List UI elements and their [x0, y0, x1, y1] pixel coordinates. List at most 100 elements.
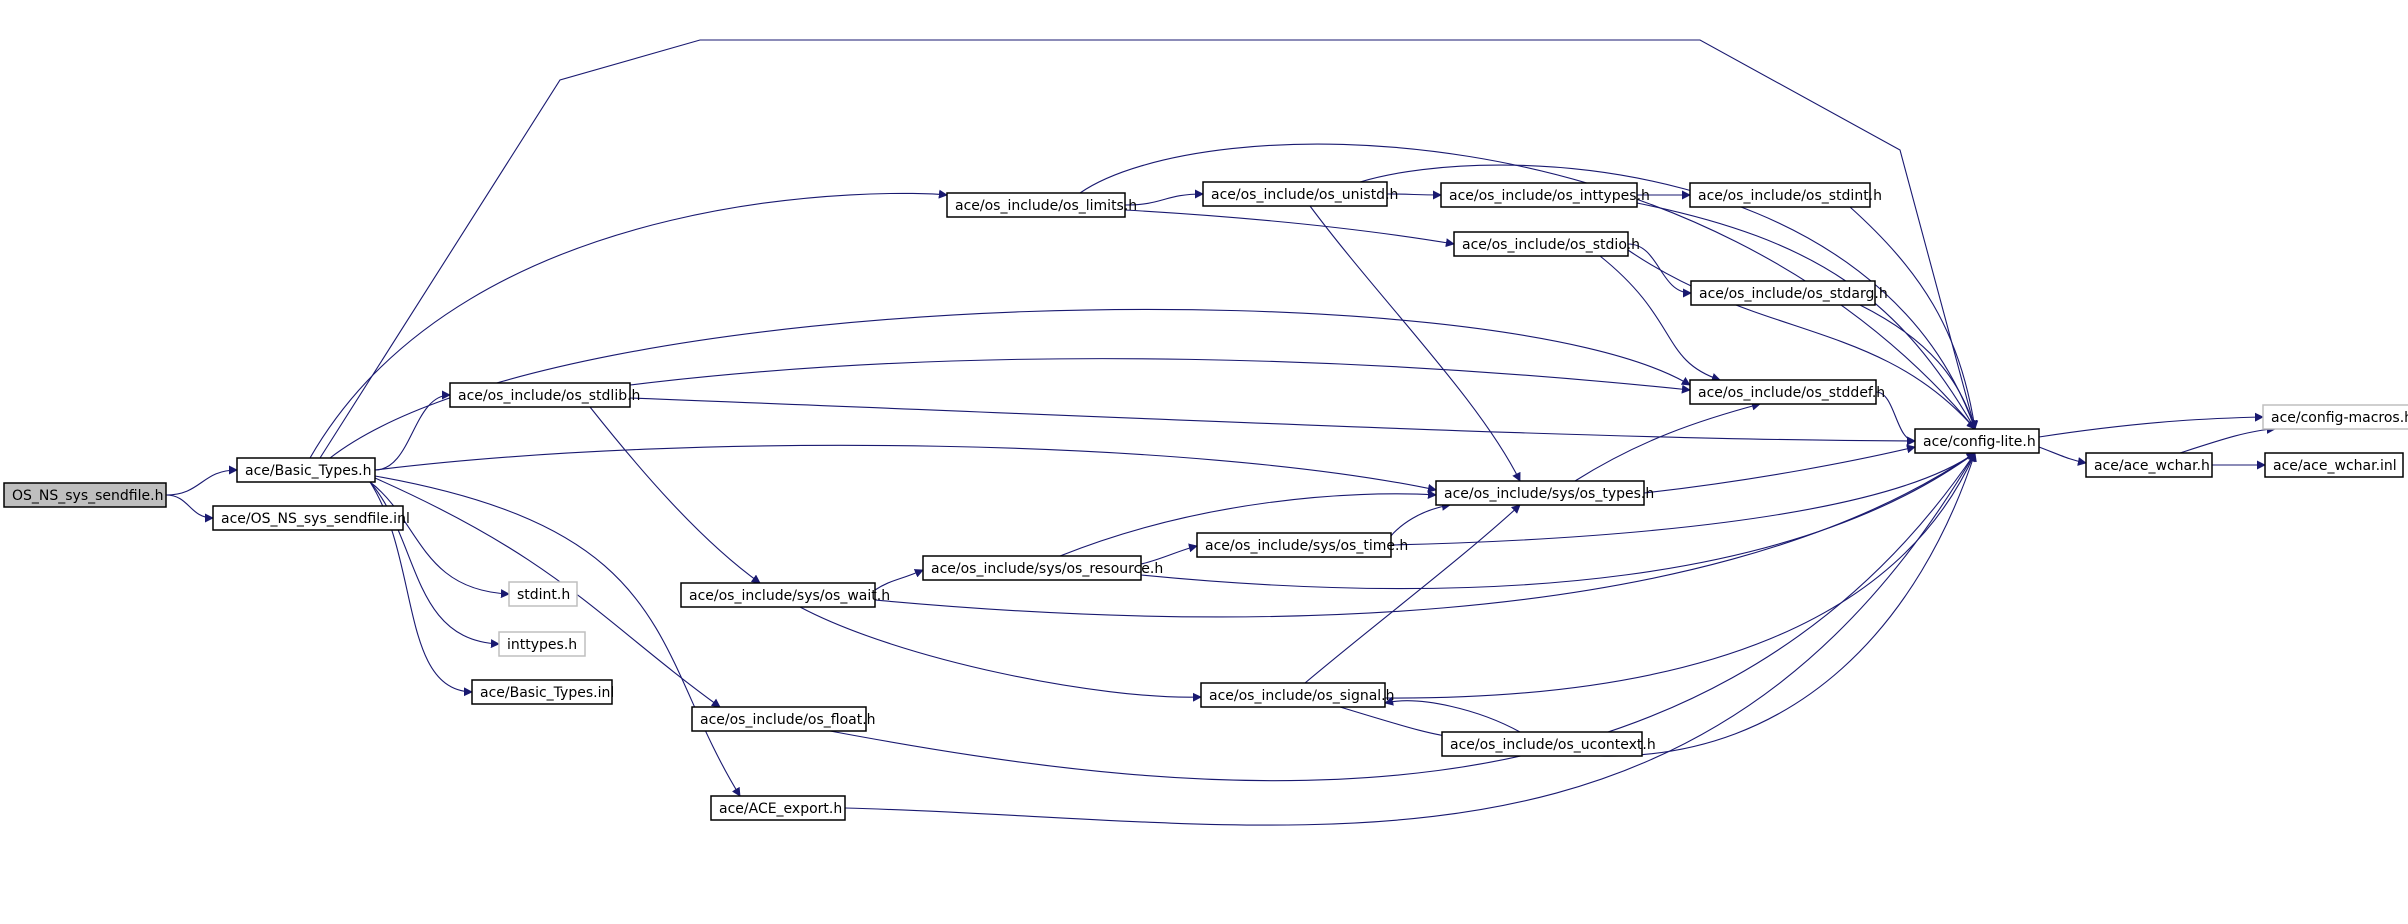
- node-label: ace/ace_wchar.inl: [2273, 458, 2397, 474]
- node-label: ace/os_include/os_stddef.h: [1698, 385, 1885, 401]
- node-box: [1440, 182, 1638, 208]
- node-box: [508, 581, 578, 607]
- node-root[interactable]: OS_NS_sys_sendfile.h: [3, 482, 167, 508]
- node-label: ace/os_include/os_inttypes.h: [1449, 188, 1650, 204]
- node-basic-types-h[interactable]: ace/Basic_Types.h: [236, 457, 376, 483]
- edge-config-lite-h-to-ace-wchar-h: [2038, 446, 2087, 466]
- edge-sys-os-resource-h-to-sys-os-types-h: [1059, 490, 1437, 557]
- node-label: ace/ace_wchar.h: [2094, 458, 2210, 474]
- node-label: ace/os_include/os_stdlib.h: [458, 388, 640, 404]
- node-box: [236, 457, 376, 483]
- node-label: stdint.h: [517, 587, 570, 603]
- node-label: ace/os_include/os_stdint.h: [1698, 188, 1882, 204]
- node-os-stdio-h[interactable]: ace/os_include/os_stdio.h: [1453, 231, 1640, 257]
- node-basic-types-inl[interactable]: ace/Basic_Types.inl: [471, 679, 614, 705]
- node-box: [1200, 682, 1386, 708]
- edge-os-ucontext-h-to-config-lite-h: [1599, 452, 1977, 757]
- node-label: ace/os_include/sys/os_time.h: [1205, 538, 1408, 554]
- node-os-limits-h[interactable]: ace/os_include/os_limits.h: [946, 192, 1137, 218]
- node-sys-os-resource-h[interactable]: ace/os_include/sys/os_resource.h: [922, 555, 1163, 581]
- edge-root-to-os-ns-sys-sendfile-inl: [165, 494, 214, 523]
- node-label: ace/os_include/sys/os_wait.h: [689, 588, 890, 604]
- node-box: [3, 482, 167, 508]
- edge-os-stdio-h-to-os-stddef-h: [1599, 255, 1721, 382]
- edge-os-signal-h-to-config-lite-h: [1384, 452, 1976, 699]
- edge-sys-os-resource-h-to-sys-os-time-h: [1140, 543, 1198, 565]
- node-config-lite-h[interactable]: ace/config-lite.h: [1914, 428, 2040, 454]
- nodes-layer: OS_NS_sys_sendfile.hace/Basic_Types.hace…: [3, 181, 2408, 821]
- node-os-stdint-h[interactable]: ace/os_include/os_stdint.h: [1689, 182, 1882, 208]
- node-ace-wchar-h[interactable]: ace/ace_wchar.h: [2085, 452, 2213, 478]
- edge-basic-types-h-to-os-stdlib-h: [374, 390, 451, 471]
- edge-os-ucontext-h-to-os-signal-h: [1384, 696, 1521, 733]
- edge-os-stdlib-h-to-config-lite-h: [629, 397, 1916, 446]
- node-box: [1689, 379, 1877, 405]
- node-os-inttypes-h[interactable]: ace/os_include/os_inttypes.h: [1440, 182, 1650, 208]
- node-box: [1453, 231, 1629, 257]
- edge-sys-os-time-h-to-config-lite-h: [1390, 452, 1976, 546]
- edge-os-limits-h-to-os-unistd-h: [1124, 189, 1204, 206]
- edge-basic-types-h-to-stdint-h: [369, 481, 510, 599]
- node-os-stdlib-h[interactable]: ace/os_include/os_stdlib.h: [449, 382, 640, 408]
- node-box: [710, 795, 846, 821]
- edge-sys-os-wait-h-to-os-signal-h: [799, 606, 1202, 702]
- node-box: [1202, 181, 1388, 207]
- edge-os-stdarg-h-to-config-lite-h: [1859, 304, 1977, 430]
- node-config-macros-h[interactable]: ace/config-macros.h: [2262, 404, 2408, 430]
- node-os-ns-sys-sendfile-inl[interactable]: ace/OS_NS_sys_sendfile.inl: [212, 505, 410, 531]
- node-label: ace/os_include/os_ucontext.h: [1450, 737, 1656, 753]
- edge-config-lite-h-to-config-macros-h: [2038, 412, 2264, 438]
- edge-ace-wchar-h-to-config-macros-h: [2179, 424, 2276, 454]
- node-sys-os-types-h[interactable]: ace/os_include/sys/os_types.h: [1435, 480, 1654, 506]
- edge-os-unistd-h-to-os-inttypes-h: [1386, 190, 1442, 200]
- edge-os-stdint-h-to-config-lite-h: [1849, 206, 1979, 430]
- node-ace-wchar-inl[interactable]: ace/ace_wchar.inl: [2264, 452, 2404, 478]
- edge-sys-os-wait-h-to-sys-os-resource-h: [874, 569, 924, 591]
- node-box: [2264, 452, 2404, 478]
- edge-basic-types-h-to-os-limits-h: [309, 189, 948, 459]
- edge-ace-export-h-to-config-lite-h: [844, 452, 1976, 826]
- node-os-float-h[interactable]: ace/os_include/os_float.h: [691, 706, 876, 732]
- node-box: [471, 679, 613, 705]
- edge-os-float-h-to-config-lite-h: [829, 452, 1976, 782]
- edge-sys-os-time-h-to-sys-os-types-h: [1389, 501, 1451, 538]
- node-label: ace/os_include/sys/os_types.h: [1444, 486, 1654, 502]
- node-label: ace/os_include/os_limits.h: [955, 198, 1137, 214]
- node-box: [1689, 182, 1871, 208]
- node-stdint-h[interactable]: stdint.h: [508, 581, 578, 607]
- edge-sys-os-resource-h-to-config-lite-h: [1140, 452, 1976, 590]
- edge-os-stdio-h-to-config-lite-h: [1627, 249, 1976, 430]
- edge-os-limits-h-to-os-stdio-h: [1124, 209, 1455, 248]
- node-label: ace/OS_NS_sys_sendfile.inl: [221, 511, 410, 527]
- node-box: [498, 631, 586, 657]
- edge-os-stdlib-h-to-sys-os-wait-h: [589, 406, 761, 584]
- edge-sys-os-types-h-to-os-stddef-h: [1574, 401, 1761, 482]
- node-ace-export-h[interactable]: ace/ACE_export.h: [710, 795, 846, 821]
- node-os-ucontext-h[interactable]: ace/os_include/os_ucontext.h: [1441, 731, 1656, 757]
- node-os-unistd-h[interactable]: ace/os_include/os_unistd.h: [1202, 181, 1398, 207]
- node-inttypes-h[interactable]: inttypes.h: [498, 631, 586, 657]
- edge-basic-types-h-to-ace-export-h: [374, 475, 741, 797]
- node-label: ace/os_include/os_signal.h: [1209, 688, 1395, 704]
- node-box: [922, 555, 1142, 581]
- node-os-stdarg-h[interactable]: ace/os_include/os_stdarg.h: [1690, 280, 1888, 306]
- node-label: ace/config-lite.h: [1923, 434, 2036, 450]
- node-label: ace/os_include/os_unistd.h: [1211, 187, 1398, 203]
- edge-os-unistd-h-to-config-lite-h: [1359, 164, 1977, 430]
- node-label: ace/config-macros.h: [2271, 410, 2408, 426]
- edge-os-signal-h-to-sys-os-types-h: [1304, 504, 1521, 684]
- node-box: [1441, 731, 1643, 757]
- edge-os-stdlib-h-to-os-stddef-h: [629, 358, 1691, 394]
- node-os-stddef-h[interactable]: ace/os_include/os_stddef.h: [1689, 379, 1885, 405]
- node-box: [1690, 280, 1876, 306]
- node-label: ace/Basic_Types.inl: [480, 685, 614, 701]
- node-box: [691, 706, 867, 732]
- edge-os-unistd-h-to-sys-os-types-h: [1309, 205, 1521, 482]
- node-os-signal-h[interactable]: ace/os_include/os_signal.h: [1200, 682, 1395, 708]
- node-label: ace/os_include/os_stdio.h: [1462, 237, 1640, 253]
- node-sys-os-time-h[interactable]: ace/os_include/sys/os_time.h: [1196, 532, 1408, 558]
- edge-sys-os-types-h-to-config-lite-h: [1643, 444, 1916, 494]
- node-sys-os-wait-h[interactable]: ace/os_include/sys/os_wait.h: [680, 582, 890, 608]
- node-box: [1435, 480, 1645, 506]
